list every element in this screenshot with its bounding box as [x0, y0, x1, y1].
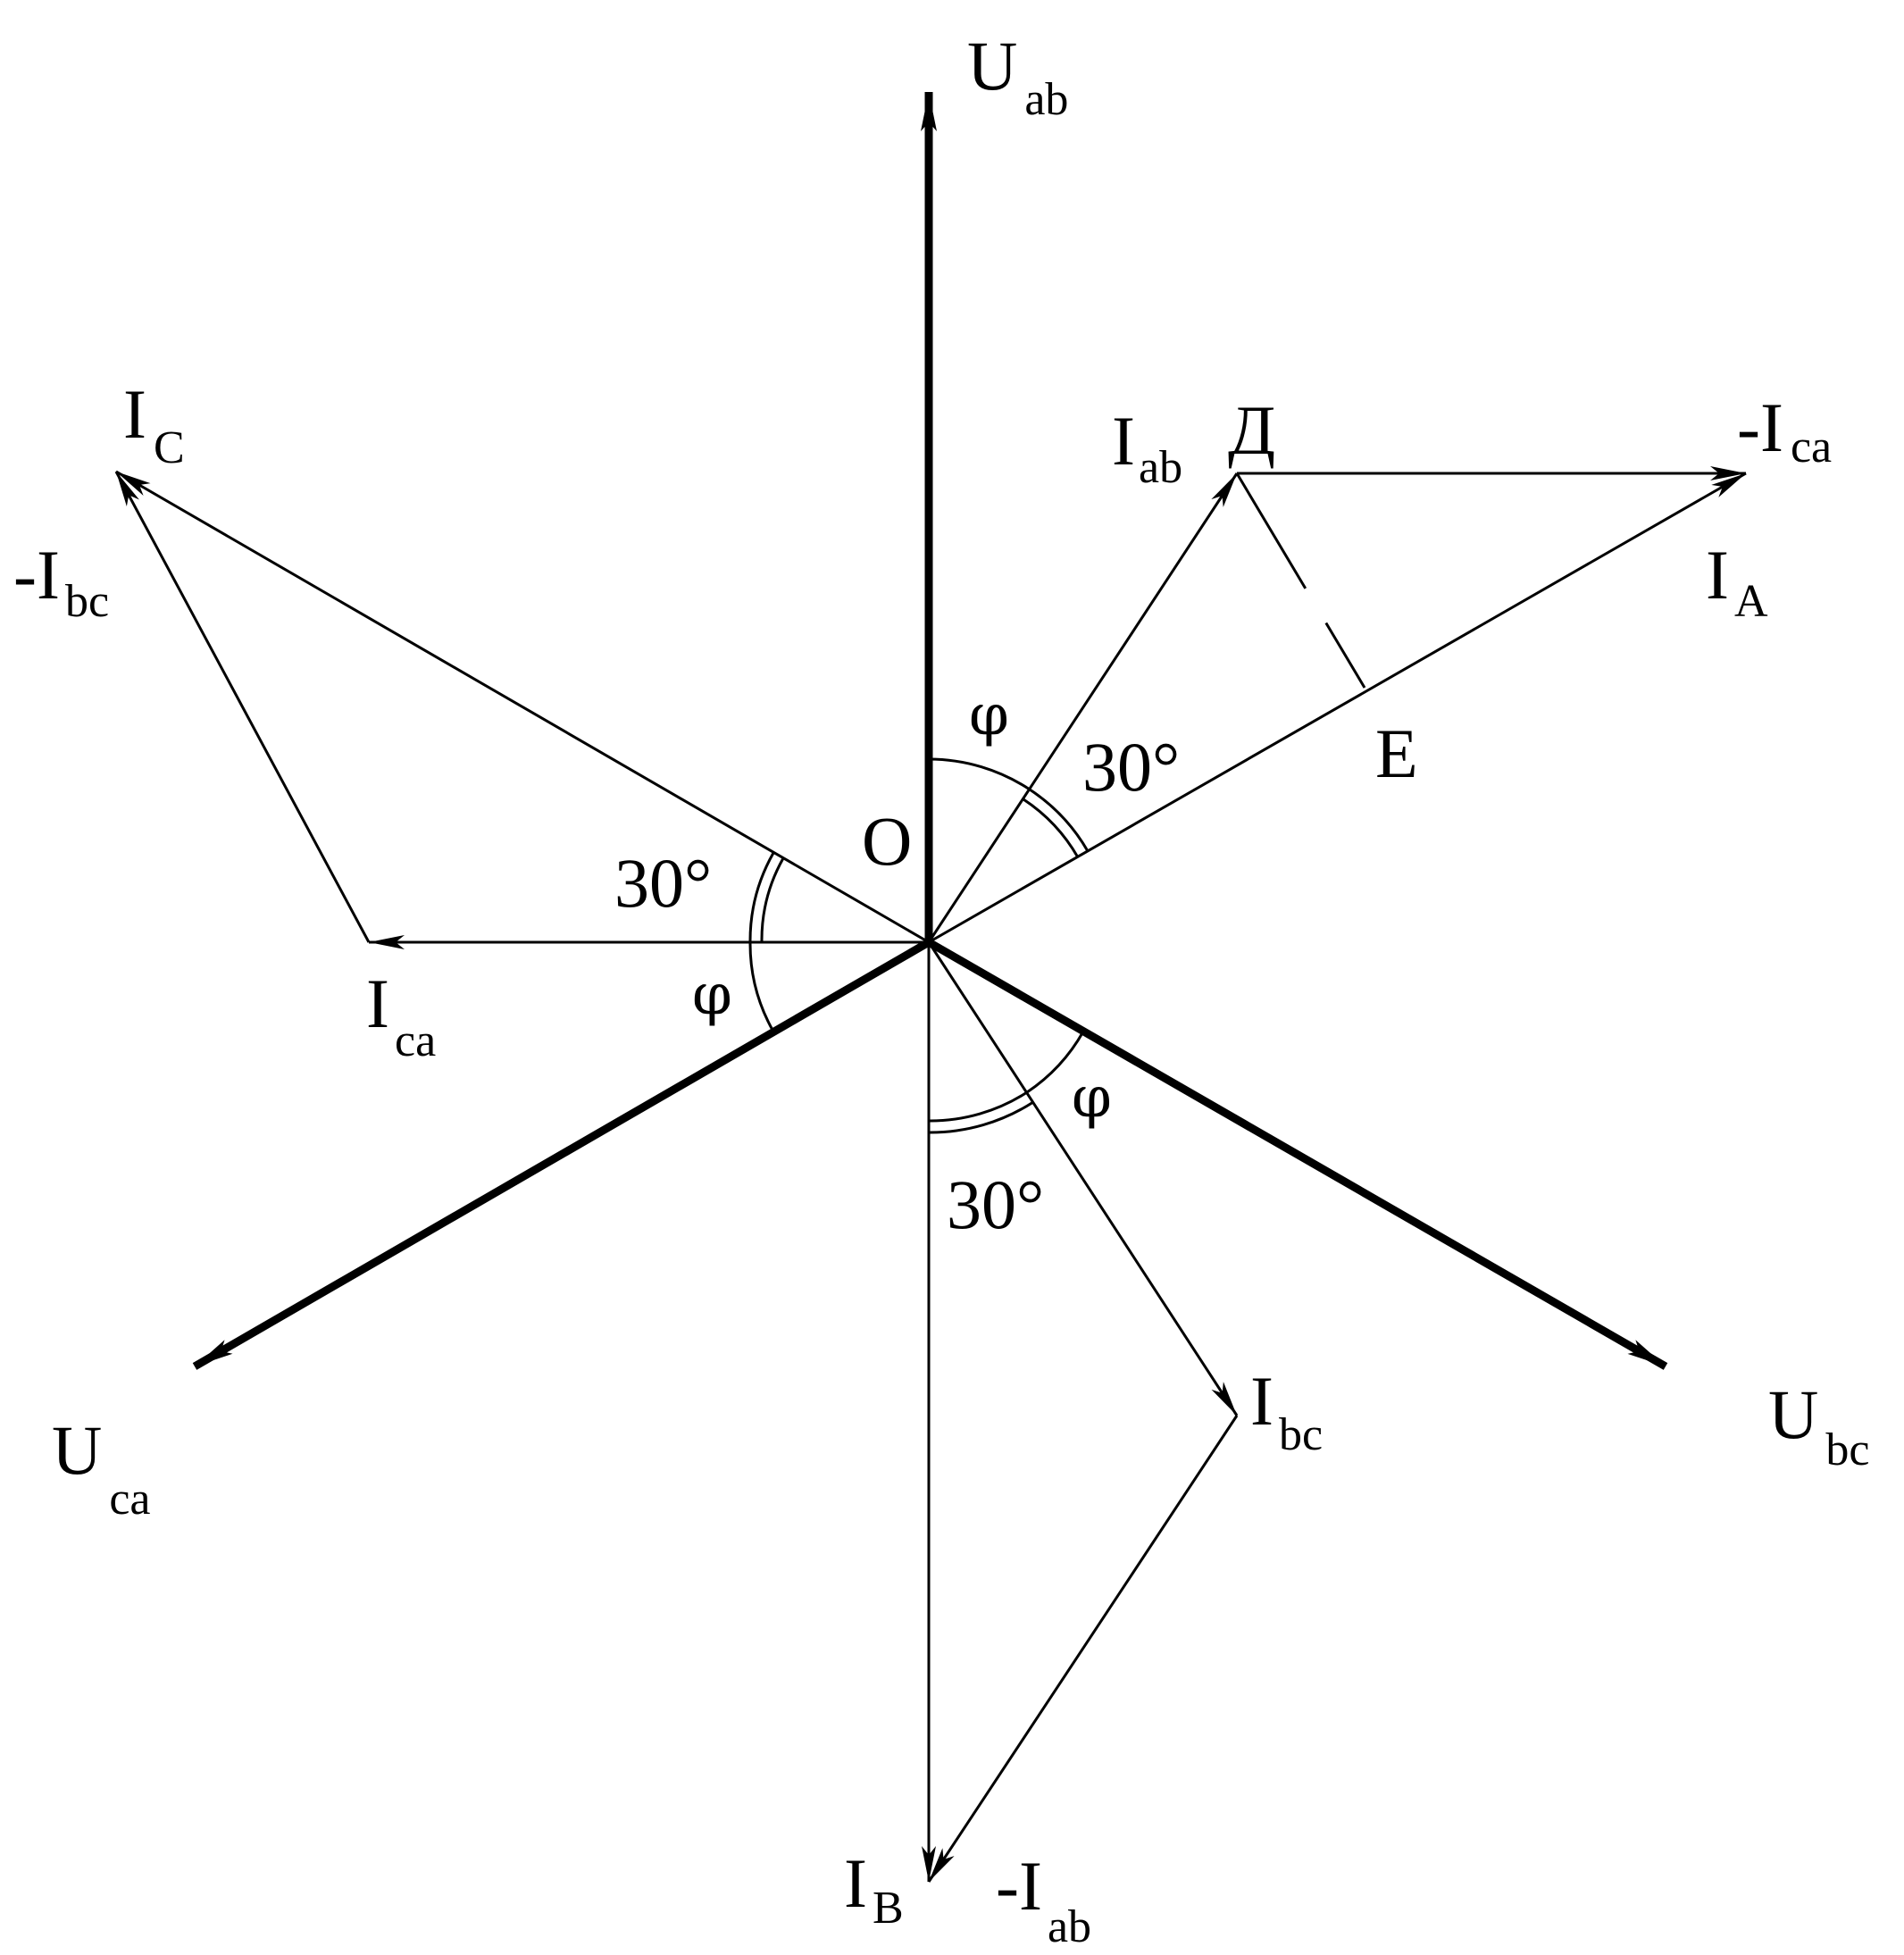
u-bc-vector [926, 939, 1668, 1370]
arc-30-b [928, 1090, 1028, 1123]
label-phi-ca: φ [692, 962, 732, 1028]
label-i-ab: Iab [1112, 402, 1182, 493]
phi-arc-ca [748, 941, 775, 1032]
label-30-deg-a: 30° [1082, 728, 1180, 806]
label-u-ca: Uca [52, 1411, 151, 1525]
neg-i-bc-vector [114, 471, 371, 943]
label-30-deg-c: 30° [614, 844, 712, 922]
label-phi-ab: φ [969, 682, 1009, 748]
neg-i-ab-vector [927, 1415, 1239, 1883]
i-a-vector [928, 472, 1747, 944]
arc-30-a [1029, 788, 1090, 852]
phi-arc-ab [928, 757, 1031, 791]
label-phi-bc: φ [1072, 1065, 1112, 1131]
label-origin: O [862, 802, 912, 880]
arc-30-c [748, 852, 775, 943]
label-neg-i-ab: -Iab [996, 1847, 1091, 1952]
perpendicular-d-e [1235, 472, 1366, 689]
label-30-deg-b: 30° [947, 1165, 1044, 1243]
u-ca-vector [192, 939, 931, 1370]
arc-30-b-inner [928, 1100, 1034, 1134]
label-point-d: Д [1228, 391, 1275, 469]
label-point-e: E [1375, 714, 1418, 792]
i-c-vector [115, 470, 930, 944]
arc-30-c-inner [760, 857, 785, 943]
phi-arc-bc [1026, 1031, 1085, 1094]
i-bc-vector [927, 941, 1239, 1416]
i-ab-vector [927, 472, 1239, 943]
arc-30-a-inner [1023, 798, 1080, 858]
